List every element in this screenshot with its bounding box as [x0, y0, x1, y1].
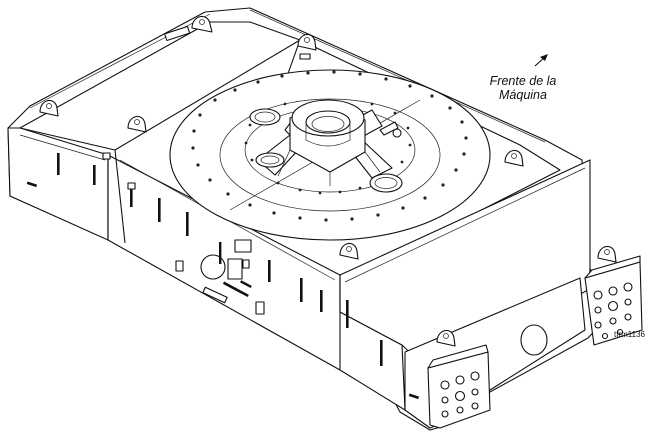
turntable-bolt-ring — [191, 70, 468, 222]
label-line-1: Frente de la — [489, 74, 557, 88]
pedestal-foot — [369, 173, 403, 193]
left-mount-block — [427, 344, 491, 429]
pedestal-foot — [249, 108, 281, 126]
front-of-machine-label: Frente de la Máquina — [478, 74, 568, 102]
front-direction-arrow — [534, 54, 548, 67]
right-mount-block — [584, 255, 643, 346]
ventilation-slots — [26, 153, 420, 400]
pedestal-foot — [255, 152, 285, 168]
front-panel-details — [102, 152, 265, 315]
label-line-2: Máquina — [499, 88, 547, 102]
figure-reference: tfrm1136 — [614, 330, 645, 339]
top-deck-left — [19, 21, 301, 151]
access-port — [520, 324, 548, 356]
inner-bolt-ring — [244, 102, 412, 195]
